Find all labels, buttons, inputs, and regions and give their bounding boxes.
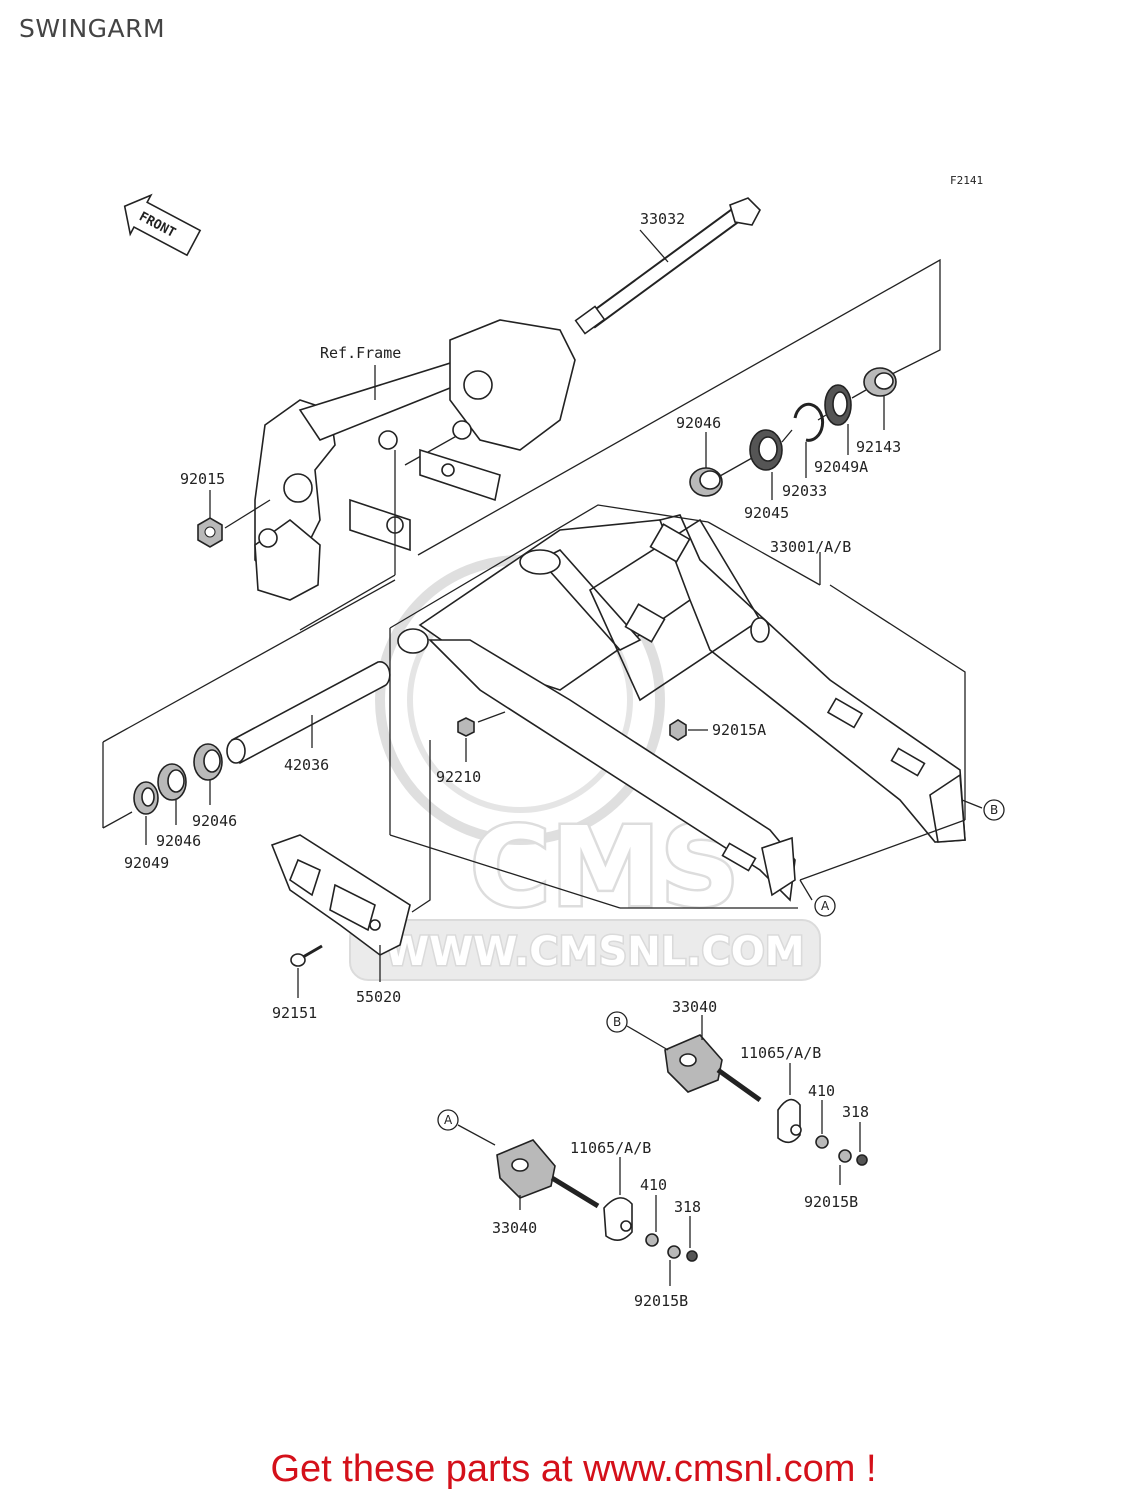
callout-B-adjuster-label: B	[613, 1015, 621, 1029]
callout-A-label: A	[821, 899, 830, 913]
label-11065-b: 11065/A/B	[740, 1044, 821, 1062]
chain-adjuster-b	[664, 1034, 868, 1166]
label-42036: 42036	[284, 756, 329, 774]
label-92143: 92143	[856, 438, 901, 456]
page-title: SWINGARM	[19, 14, 166, 43]
watermark-url: WWW.CMSNL.COM	[385, 929, 805, 975]
swingarm-body	[397, 514, 966, 902]
label-92210: 92210	[436, 768, 481, 786]
label-92046-top: 92046	[676, 414, 721, 432]
label-33040-a: 33040	[492, 1219, 537, 1237]
label-92046-b: 92046	[156, 832, 201, 850]
figure-code: F2141	[950, 174, 983, 187]
screw-92151	[290, 944, 323, 967]
label-318-a: 318	[674, 1198, 701, 1216]
chain-adjuster-a	[496, 1139, 698, 1262]
label-92049: 92049	[124, 854, 169, 872]
front-arrow-icon: FRONT	[123, 193, 202, 257]
frame-reference	[254, 319, 576, 601]
pivot-sleeve-and-bearings	[133, 660, 391, 815]
label-410-b: 410	[808, 1082, 835, 1100]
callout-B-adjuster	[606, 1011, 628, 1033]
label-33040-b: 33040	[672, 998, 717, 1016]
watermark-logo: CMS	[470, 803, 739, 931]
chain-guard	[270, 834, 411, 956]
label-92045: 92045	[744, 504, 789, 522]
label-92046-a: 92046	[192, 812, 237, 830]
label-92015B-a: 92015B	[634, 1292, 688, 1310]
label-ref-frame: Ref.Frame	[320, 344, 401, 362]
label-92015: 92015	[180, 470, 225, 488]
label-92151: 92151	[272, 1004, 317, 1022]
callout-A-adjuster-label: A	[444, 1113, 453, 1127]
bearing-stack-right	[689, 367, 897, 497]
callout-A-swingarm	[814, 895, 836, 917]
callout-B-swingarm	[983, 799, 1005, 821]
callout-B-label: B	[990, 803, 998, 817]
fitting-92210	[457, 717, 475, 737]
label-92015A: 92015A	[712, 721, 766, 739]
pivot-shaft	[574, 197, 761, 335]
label-410-a: 410	[640, 1176, 667, 1194]
callout-A-adjuster	[437, 1109, 459, 1131]
promo-link[interactable]: Get these parts at www.cmsnl.com !	[270, 1448, 877, 1490]
label-92049A: 92049A	[814, 458, 868, 476]
nut-92015A	[669, 719, 687, 741]
label-318-b: 318	[842, 1103, 869, 1121]
label-33001: 33001/A/B	[770, 538, 851, 556]
label-92033: 92033	[782, 482, 827, 500]
label-11065-a: 11065/A/B	[570, 1139, 651, 1157]
label-33032: 33032	[640, 210, 685, 228]
label-92015B-b: 92015B	[804, 1193, 858, 1211]
label-55020: 55020	[356, 988, 401, 1006]
